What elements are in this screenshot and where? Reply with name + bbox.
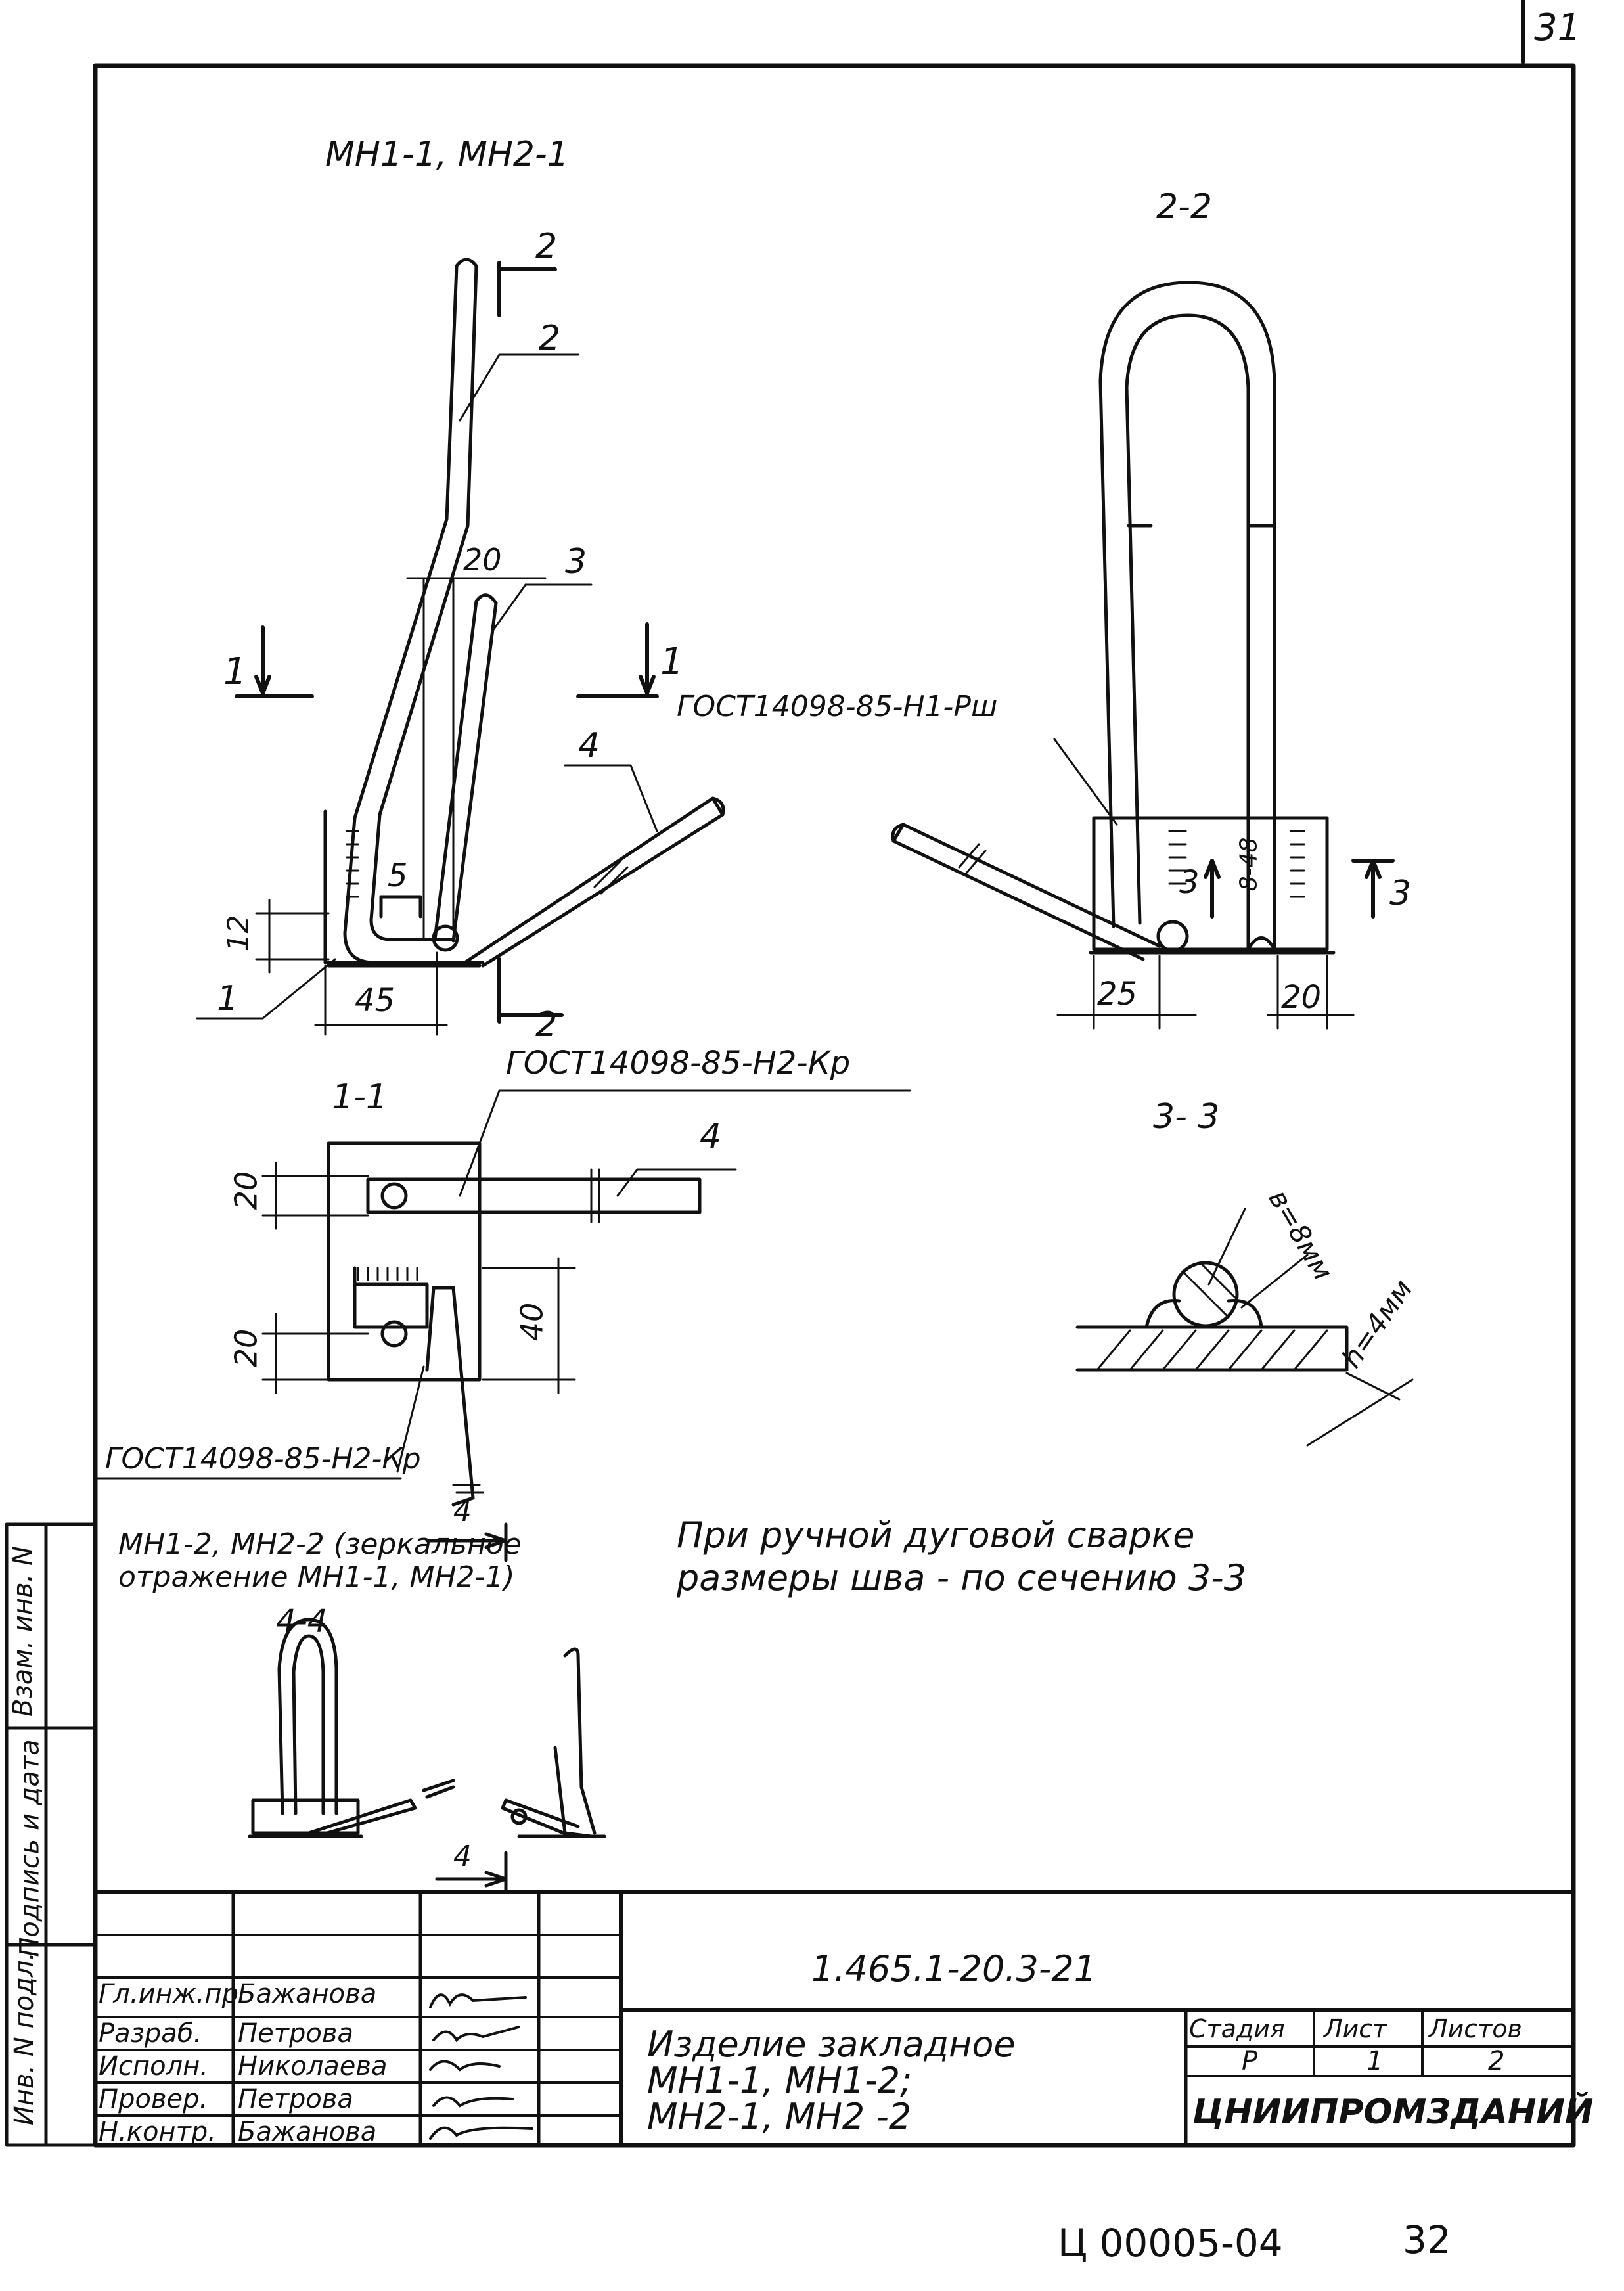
cut3-right-label: 3 — [1389, 874, 1412, 913]
document-code: 1.465.1-20.3-21 — [811, 1948, 1097, 1989]
section-2-2-title: 2-2 — [1156, 187, 1212, 227]
weld-code-main: ГОСТ14098-85-Н1-Рш — [677, 690, 998, 723]
weld-code-section-top: ГОСТ14098-85-Н2-Кр — [506, 1045, 851, 1081]
cut-line-3 — [1204, 859, 1395, 919]
dim-12: 12 — [221, 915, 256, 952]
cut4-bottom-label: 4 — [453, 1840, 472, 1873]
archive-code: Ц 00005-04 — [1058, 2221, 1283, 2265]
signature-name: Бажанова — [238, 1979, 377, 2009]
dim-20-right: 20 — [1281, 979, 1322, 1016]
sheet-header: Лист — [1324, 2014, 1387, 2043]
view-4-4 — [248, 1522, 606, 1894]
dim-45: 45 — [355, 982, 395, 1019]
main-leaders — [196, 353, 658, 1036]
cut1-right-label: 1 — [660, 641, 684, 683]
weld-code-section-bottom: ГОСТ14098-85-Н2-Кр — [105, 1442, 421, 1476]
side-stamp — [5, 1522, 97, 2147]
dim-40: 40 — [514, 1302, 550, 1342]
drawing-frame — [93, 63, 1576, 2148]
cut2-top-label: 2 — [535, 227, 558, 266]
item-name-line1: Изделие закладное — [647, 2024, 1016, 2065]
position-3-label: 3 — [565, 542, 587, 581]
signature-role: Гл.инж.пр — [99, 1979, 239, 2009]
weld-leg-dimension: 8-48 — [1235, 837, 1263, 892]
mirror-note-line1: МН1-2, МН2-2 (зеркальное — [118, 1528, 522, 1561]
section-3-3 — [1075, 1208, 1414, 1447]
position-4-label-main: 4 — [578, 726, 600, 765]
view-1-1 — [94, 1089, 911, 1507]
sheets-header: Листов — [1429, 2014, 1522, 2043]
position-4-label-section: 4 — [700, 1117, 722, 1156]
weld-note-line1: При ручной дуговой сварке — [677, 1514, 1195, 1556]
dim-20-main: 20 — [463, 542, 502, 578]
cut4-top-label: 4 — [453, 1495, 472, 1528]
signature-role: Разраб. — [99, 2018, 202, 2049]
dim-20-section-bottom: 20 — [228, 1328, 264, 1368]
position-5-label: 5 — [388, 857, 408, 894]
cut2-bottom-label: 2 — [535, 1005, 558, 1045]
stage-header: Стадия — [1189, 2014, 1285, 2043]
cut1-left-label: 1 — [223, 650, 247, 693]
dim-20-section-top: 20 — [228, 1171, 264, 1210]
item-name-line3: МН2-1, МН2 -2 — [647, 2096, 912, 2137]
sheet-value: 1 — [1366, 2046, 1384, 2076]
cut-line-1 — [235, 622, 659, 698]
side-stamp-replace: Взам. инв. N — [7, 1546, 38, 1717]
title-block-grid — [93, 1890, 1575, 2147]
position-1-label: 1 — [217, 979, 239, 1018]
main-view-title: МН1-1, МН2-1 — [325, 135, 569, 174]
signature-name: Петрова — [238, 2084, 353, 2114]
side-stamp-inv: Инв. N подл. — [9, 1951, 40, 2126]
archive-page-number: 32 — [1403, 2217, 1451, 2262]
stage-value: Р — [1242, 2046, 1258, 2076]
section-1-1-title: 1-1 — [332, 1077, 388, 1117]
cut3-left-label: 3 — [1179, 864, 1200, 901]
position-2-label: 2 — [539, 319, 561, 358]
handwritten-signatures — [429, 1993, 533, 2140]
organization-name: ЦНИИПРОМЗДАНИЙ — [1192, 2093, 1594, 2132]
signature-name: Бажанова — [238, 2117, 377, 2147]
mirror-note-line2: отражение МН1-1, МН2-1) — [118, 1560, 515, 1594]
signature-name: Петрова — [238, 2018, 353, 2049]
view-2-2 — [891, 281, 1355, 1030]
corner-sheet-number: 31 — [1534, 7, 1581, 49]
sheets-value: 2 — [1488, 2046, 1505, 2076]
side-stamp-sign: Подпись и дата — [14, 1739, 45, 1957]
signature-role: Провер. — [99, 2084, 208, 2114]
main-view — [323, 258, 725, 968]
signature-name: Николаева — [238, 2051, 388, 2081]
dim-25: 25 — [1097, 976, 1138, 1012]
signature-role: Н.контр. — [99, 2117, 216, 2147]
section-4-4-title: 4-4 — [276, 1603, 328, 1640]
section-3-3-title: 3- 3 — [1153, 1097, 1220, 1137]
item-name-line2: МН1-1, МН1-2; — [647, 2060, 913, 2101]
cut-line-2 — [497, 261, 564, 1024]
signature-role: Исполн. — [99, 2051, 208, 2081]
weld-note-line2: размеры шва - по сечению 3-3 — [677, 1557, 1247, 1599]
